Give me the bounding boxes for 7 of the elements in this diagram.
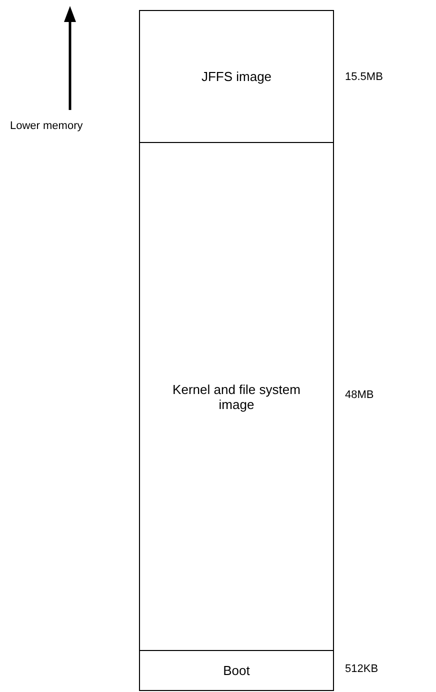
region-name: Boot [223,663,250,678]
region-size: 512KB [345,662,378,674]
region-name: JFFS image [201,69,272,84]
region-size: 48MB [345,388,374,400]
region-name: Kernel and file system image [172,382,302,412]
region-size: 15.5MB [345,70,383,82]
direction-label: Lower memory [10,120,83,132]
